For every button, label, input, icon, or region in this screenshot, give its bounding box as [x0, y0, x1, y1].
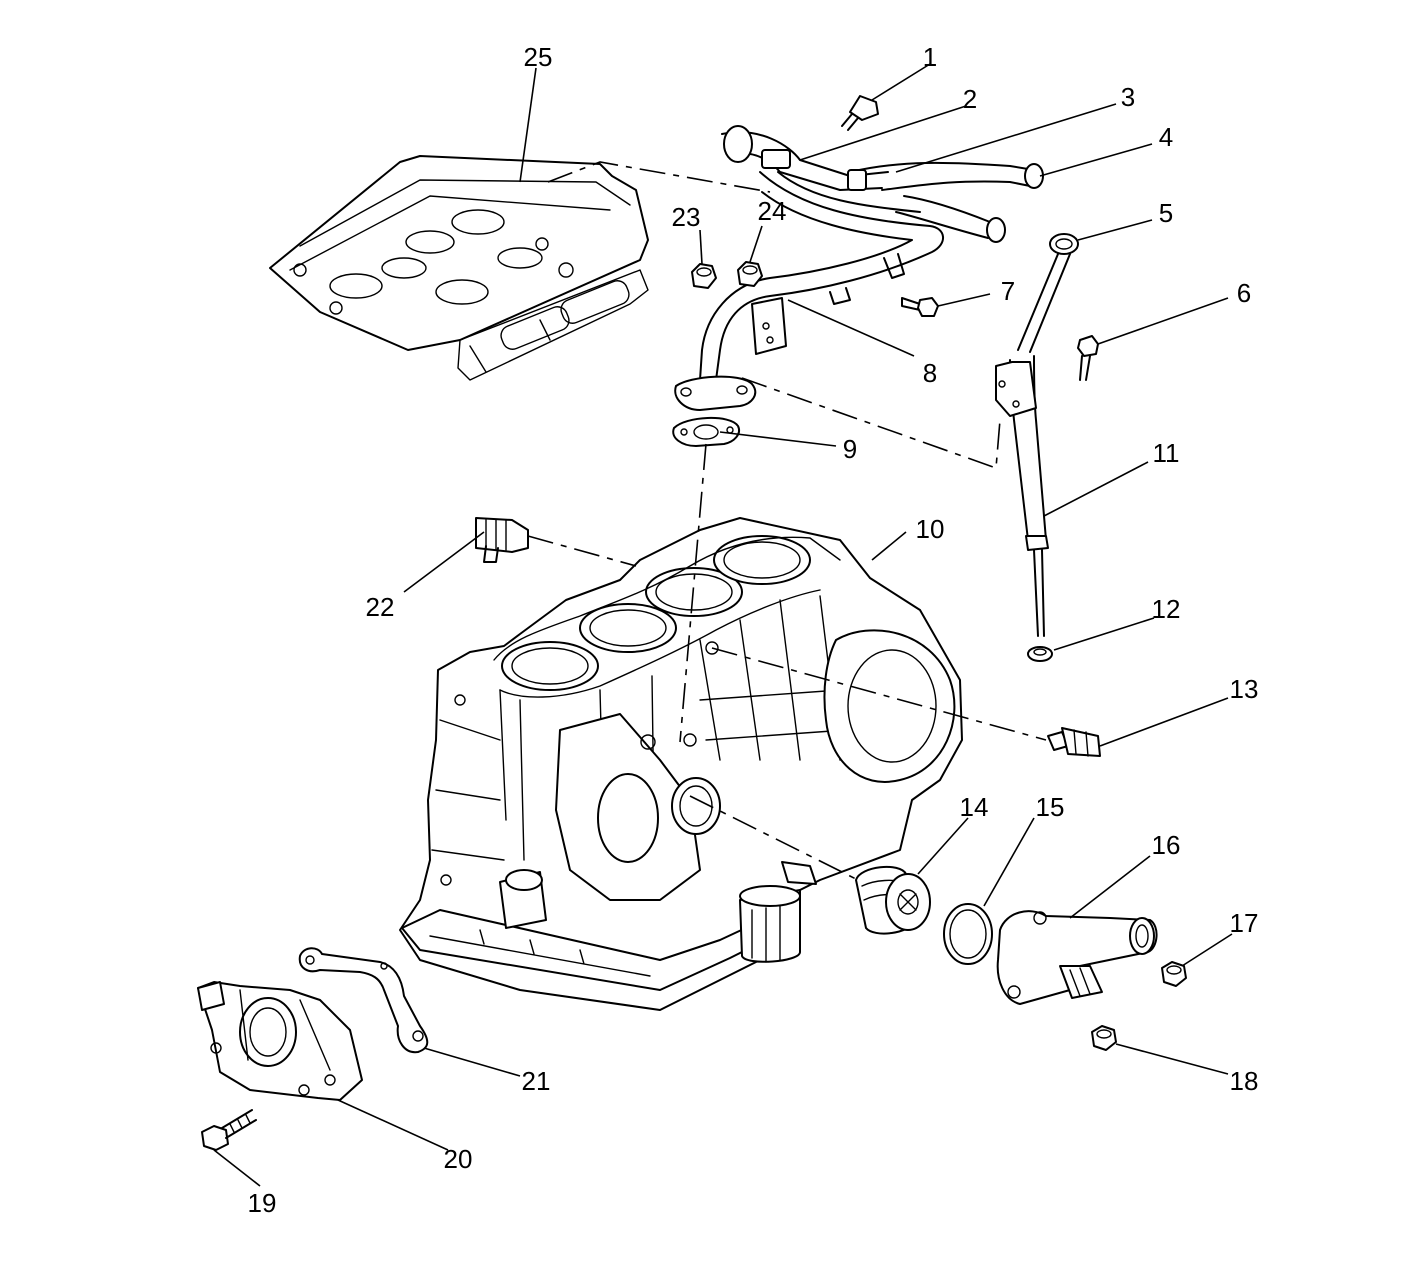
alignment-lines [527, 161, 1047, 881]
bolt-part-1 [841, 95, 879, 131]
o-ring-part-15 [943, 903, 993, 965]
callout-13: 13 [1230, 674, 1259, 704]
seal-part-12 [1027, 646, 1053, 662]
callout-22: 22 [366, 592, 395, 622]
callout-20: 20 [444, 1144, 473, 1174]
nut-part-17 [1161, 961, 1187, 987]
oil-pump-part-20 [197, 981, 363, 1101]
cylinder-block-part-10 [399, 517, 963, 1011]
callout-23: 23 [672, 202, 701, 232]
callout-12: 12 [1152, 594, 1181, 624]
callout-5: 5 [1159, 198, 1173, 228]
nut-part-24 [737, 261, 763, 287]
callout-15: 15 [1036, 792, 1065, 822]
callout-17: 17 [1230, 908, 1259, 938]
callout-1: 1 [923, 42, 937, 72]
dipstick-tube-part-11 [995, 355, 1049, 637]
callout-25: 25 [524, 42, 553, 72]
nut-part-23 [691, 263, 717, 289]
callout-9: 9 [843, 434, 857, 464]
sensor-part-22 [475, 517, 529, 563]
callout-labels: 1 2 3 4 5 6 7 8 9 10 11 12 13 14 15 16 1… [248, 42, 1259, 1218]
callout-8: 8 [923, 358, 937, 388]
callout-2: 2 [963, 84, 977, 114]
coolant-pipe-part-2 [721, 125, 889, 191]
dipstick-part-5 [1017, 233, 1079, 353]
callout-24: 24 [758, 196, 787, 226]
bolt-part-19 [201, 1109, 257, 1151]
callout-4: 4 [1159, 122, 1173, 152]
bolt-part-6 [1077, 335, 1099, 381]
callout-10: 10 [916, 514, 945, 544]
callout-19: 19 [248, 1188, 277, 1218]
cylinder-head-gasket-part-25 [269, 155, 649, 381]
callout-11: 11 [1153, 438, 1180, 468]
bolt-part-7 [901, 297, 939, 317]
oil-pump-gasket-part-21 [298, 947, 429, 1054]
callout-6: 6 [1237, 278, 1251, 308]
callout-7: 7 [1001, 276, 1015, 306]
coolant-pipe-part-8 [674, 171, 944, 411]
callout-3: 3 [1121, 82, 1135, 112]
callout-18: 18 [1230, 1066, 1259, 1096]
callout-16: 16 [1152, 830, 1181, 860]
callout-21: 21 [522, 1066, 551, 1096]
thermostat-part-14 [855, 865, 931, 935]
callout-14: 14 [960, 792, 989, 822]
leader-lines [213, 63, 1233, 1187]
sensor-part-13 [1047, 727, 1101, 757]
coolant-pipe-part-3 [847, 161, 1044, 243]
gasket-part-9 [672, 416, 740, 447]
nut-part-18 [1091, 1025, 1117, 1051]
thermostat-housing-part-16 [996, 910, 1158, 1005]
